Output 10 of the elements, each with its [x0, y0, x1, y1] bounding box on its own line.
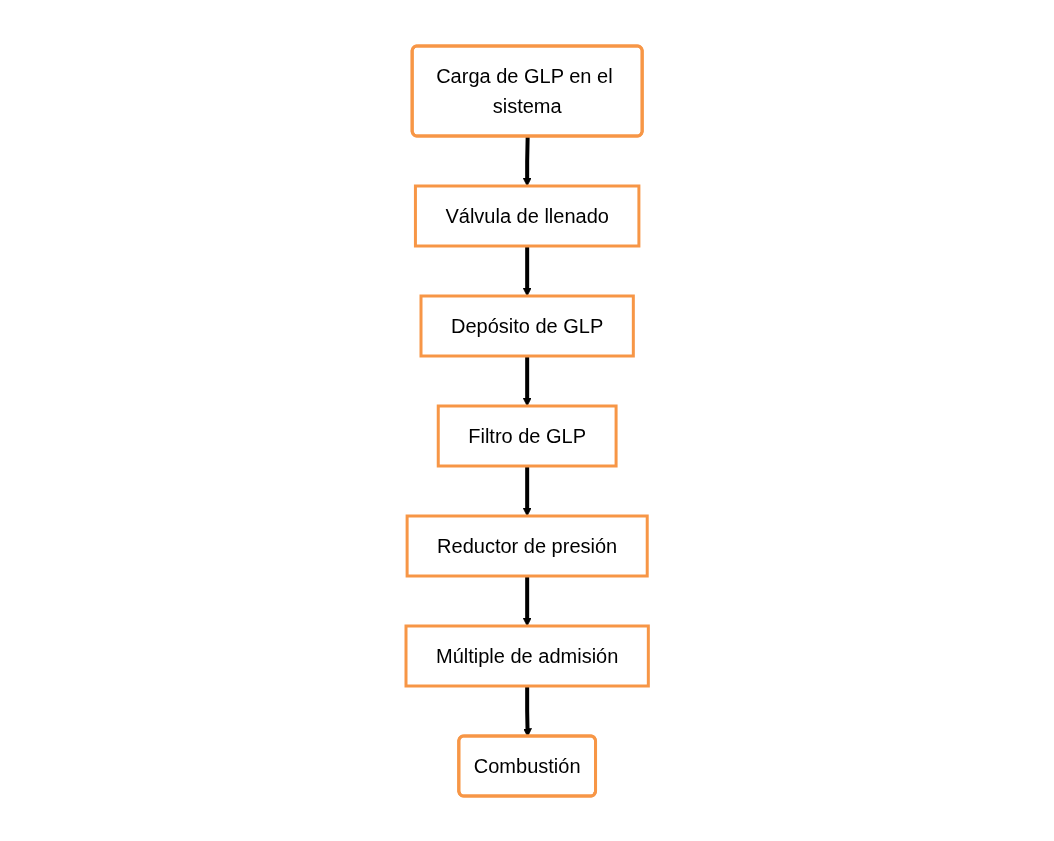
arrow [522, 575, 532, 626]
node-box: Múltiple de admisión [404, 624, 650, 687]
node-box: Válvula de llenado [413, 184, 641, 247]
arrow [522, 245, 532, 296]
arrow [522, 355, 532, 406]
node-box: Depósito de GLP [419, 294, 635, 357]
node-box: Filtro de GLP [436, 404, 618, 467]
arrow [522, 465, 532, 516]
arrow [522, 135, 532, 186]
node-box: Reductor de presión [405, 514, 649, 577]
